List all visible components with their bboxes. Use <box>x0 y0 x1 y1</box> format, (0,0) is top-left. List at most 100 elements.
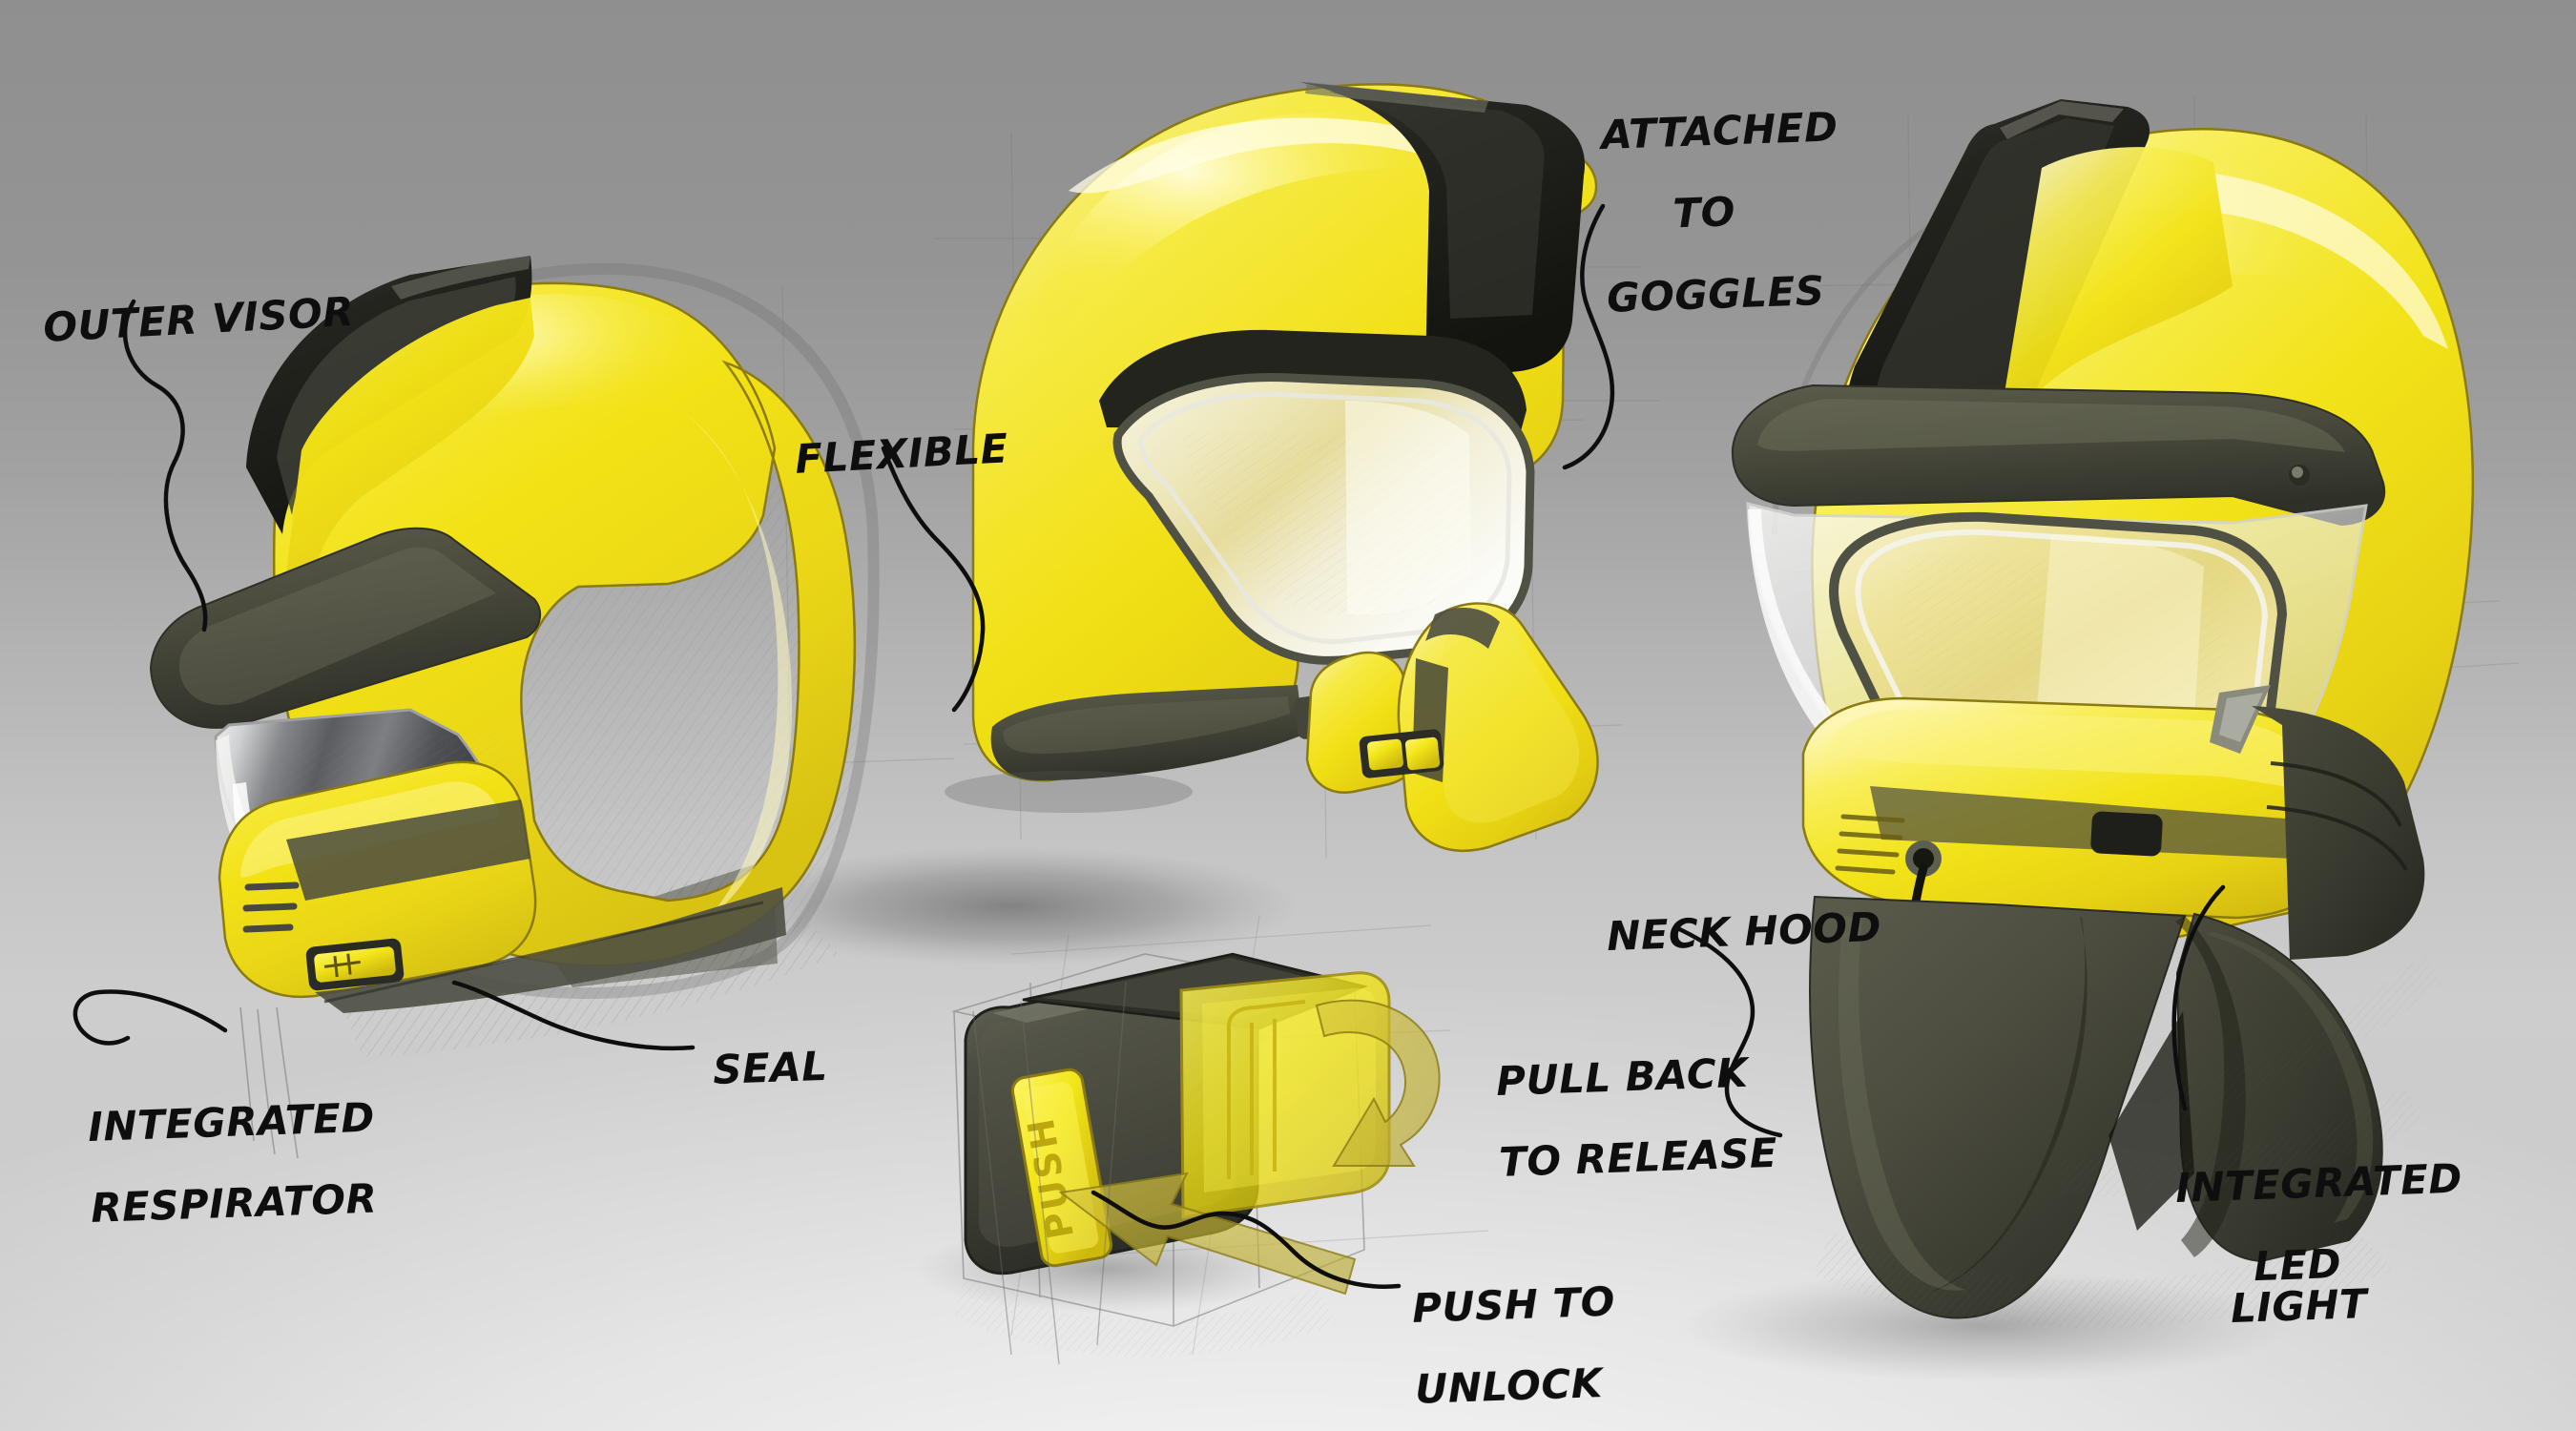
buckle-push-arrow <box>1058 1172 1357 1296</box>
right-helmet-goggle-lens <box>1829 511 2288 822</box>
right-helmet-visor-pivot <box>2289 465 2310 486</box>
right-helmet-gloss <box>1870 161 2439 477</box>
mid-helmet-detached-chin-guard <box>1397 602 1599 852</box>
left-helmet-rear-plate <box>534 859 778 987</box>
leader-integrated-respirator <box>73 989 228 1046</box>
right-helmet-side-chevron-light <box>2219 693 2263 742</box>
left-helmet-latch <box>305 938 405 991</box>
label-integrated-respirator-line-2: RESPIRATOR <box>90 1174 379 1233</box>
left-helmet-chin-respirator <box>218 760 537 999</box>
left-helmet-visor-lens <box>214 708 536 960</box>
buckle-top-face-light <box>1042 958 1336 1019</box>
label-integrated-respirator: INTEGRATED RESPIRATOR <box>86 1057 380 1272</box>
mid-helmet-housing-top-light <box>1305 82 1488 113</box>
left-helmet-ghost-outline <box>280 262 880 1000</box>
right-helmet-lens-inner-rim <box>1855 529 2269 803</box>
mid-helmet <box>945 82 1599 852</box>
buckle-push-button[interactable] <box>1010 1068 1113 1268</box>
mid-helmet-black-housing <box>1299 82 1586 374</box>
buckle-top-face <box>1022 952 1369 1030</box>
left-helmet-seal-line <box>323 901 764 1004</box>
buckle-rotate-arrow <box>1315 999 1441 1167</box>
buckle-push-button-inner <box>1023 1082 1099 1254</box>
left-helmet-chin-highlight <box>240 781 500 878</box>
label-integrated-led-light: INTEGRATED LED LIGHT <box>2173 1119 2463 1373</box>
leader-integrated-led-light <box>2171 884 2226 1111</box>
buckle-housing <box>964 961 1259 1275</box>
label-neck-hood: NECK HOOD <box>1605 866 1883 998</box>
left-helmet-vent-lines <box>242 881 300 933</box>
buckle-detail: PUSH <box>950 952 1441 1365</box>
right-helmet-collar-rings <box>2266 761 2408 871</box>
buckle-sketch-lines <box>972 982 1127 1365</box>
right-helmet-lens-glint <box>2030 534 2204 798</box>
label-led-line-1: INTEGRATED <box>2174 1154 2463 1212</box>
label-pull-back-line-2: TO RELEASE <box>1498 1130 1778 1187</box>
label-flexible: FLEXIBLE <box>792 387 1011 521</box>
buckle-shadow <box>916 1225 1298 1313</box>
leader-lines <box>73 203 2226 1289</box>
label-outer-visor: OUTER VISOR <box>40 251 357 389</box>
label-attached-to-goggles: ATTACHED TO GOGGLES <box>1599 68 1839 361</box>
right-helmet-ground-hatch-3 <box>2156 954 2442 1122</box>
label-attached-line-3: GOGGLES <box>1606 267 1826 321</box>
mid-helmet-buckle <box>1359 729 1444 778</box>
right-helmet-outer-visor <box>1746 502 2368 861</box>
right-helmet-outer-visor-bar <box>1731 384 2386 527</box>
right-helmet-shell <box>1811 128 2475 956</box>
mid-helmet-visor <box>1112 373 1535 665</box>
mid-helmet-visor-hatch <box>1183 431 1469 616</box>
mid-helmet-contact-shadow <box>945 771 1193 813</box>
left-helmet-lens-edge-highlight <box>216 735 332 925</box>
label-integrated-respirator-line-1: INTEGRATED <box>87 1093 376 1151</box>
left-helmet-shell <box>272 281 857 967</box>
label-pull-back-line-1: PULL BACK <box>1495 1048 1750 1105</box>
right-helmet-lens-hatch <box>1899 553 2233 796</box>
mid-helmet-skirt-highlight <box>1003 696 1290 754</box>
label-push-to-unlock: PUSH TO UNLOCK <box>1410 1241 1620 1431</box>
right-helmet-led <box>1905 840 1942 877</box>
right-helmet-respirator <box>1801 696 2341 920</box>
label-outer-visor-line-1: OUTER VISOR <box>42 287 356 351</box>
label-led-line-2: LED LIGHT <box>2230 1240 2369 1333</box>
buckle-tongue-ribs <box>1227 1000 1306 1179</box>
left-helmet-brow-top-light <box>391 256 530 300</box>
mid-helmet-black-housing-inner <box>1328 92 1545 319</box>
buckle-ground-hatch <box>954 1278 1336 1358</box>
label-seal: SEAL <box>711 1006 830 1132</box>
buckle-tongue <box>1179 971 1391 1219</box>
buckle-push-label: PUSH <box>1019 1112 1082 1242</box>
leader-seal <box>451 980 696 1051</box>
mid-helmet-shell <box>971 83 1598 782</box>
left-helmet-visor-bar-highlight <box>178 547 496 706</box>
right-helmet-top-highlight <box>1956 169 2448 349</box>
buckle-housing-top-bevel <box>992 965 1240 1023</box>
left-helmet-lens-hatch <box>274 731 532 918</box>
mid-helmet-chin-guard-inner-shade <box>1412 658 1448 782</box>
left-helmet-lower-seal <box>315 887 786 1013</box>
label-push-unlock-line-1: PUSH TO <box>1411 1277 1616 1332</box>
label-push-unlock-line-2: UNLOCK <box>1414 1359 1604 1414</box>
label-pull-back-to-release: PULL BACK TO RELEASE <box>1494 1011 1779 1225</box>
mid-helmet-visor-glint <box>1345 401 1471 615</box>
right-helmet-respirator-highlight <box>1824 710 2318 792</box>
left-helmet-chin-dark-band <box>286 799 530 901</box>
right-helmet-forehead-panel <box>2002 147 2233 411</box>
mid-helmet-chin-guard-highlight <box>1438 617 1580 823</box>
buckle-housing-light <box>979 978 1236 1247</box>
right-helmet-respirator-dark-band <box>1870 786 2336 861</box>
leader-push-to-unlock <box>1091 1190 1402 1289</box>
label-neck-hood-line-1: NECK HOOD <box>1606 902 1882 960</box>
label-attached-line-2: TO <box>1672 188 1736 238</box>
right-helmet-neck-collar <box>2252 706 2425 960</box>
right-helmet-led-inner <box>1913 848 1934 869</box>
mid-helmet-chin-guard-dark-edge <box>1425 608 1500 649</box>
label-attached-line-1: ATTACHED <box>1600 103 1839 158</box>
mid-helmet-jaw-tab <box>1294 692 1353 739</box>
mid-helmet-brow-bar <box>1099 329 1527 431</box>
right-helmet-latch <box>2090 811 2163 857</box>
right-helmet-visor-bar-highlight <box>1757 399 2345 452</box>
right-helmet-side-chevron <box>2210 685 2271 754</box>
right-helmet-black-housing <box>1844 99 2150 458</box>
